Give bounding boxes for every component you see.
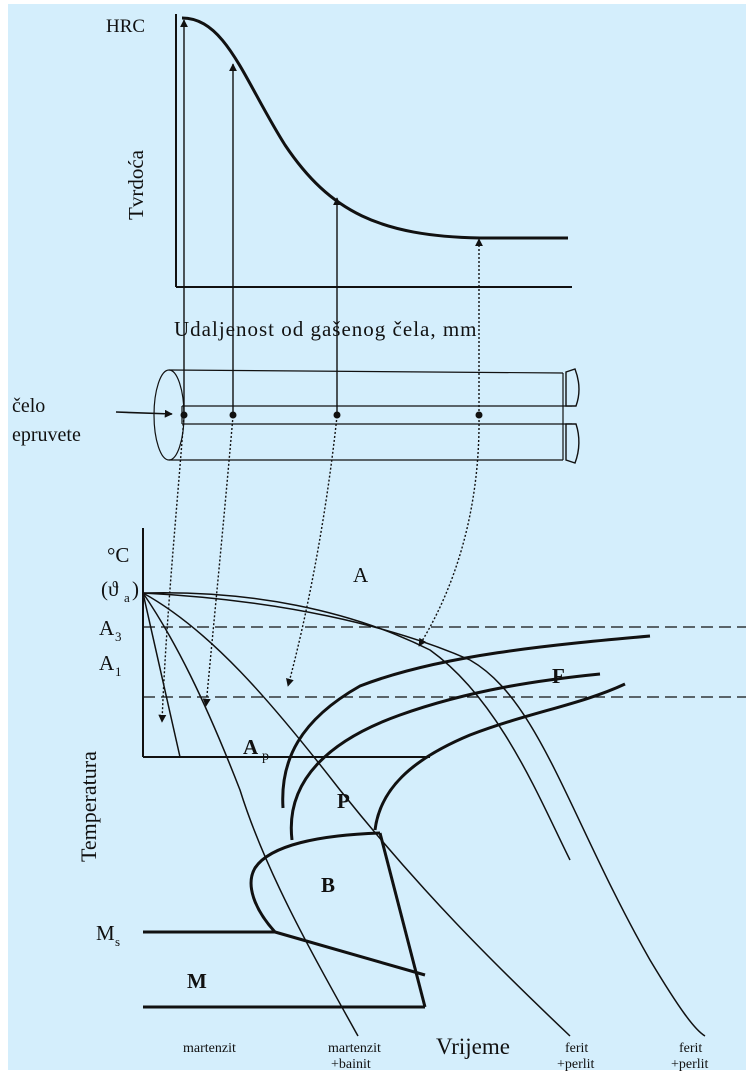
specimen-end-face [153, 369, 185, 461]
cooling-curve-ferrite-pearlite-1 [142, 592, 706, 1037]
a1-label-main: A [99, 651, 115, 675]
hardness-x-label: Udaljenost od gašenog čela, mm [174, 317, 478, 341]
pearlite-start-curve [289, 672, 601, 841]
specimen-end-cap-bottom [565, 423, 580, 464]
a1-label: A 1 [99, 651, 122, 679]
cct-axes [142, 528, 430, 758]
ms-label: M s [96, 921, 120, 949]
cooling-curve-martensite-bainite [142, 592, 571, 1037]
hrc-label: HRC [106, 16, 145, 37]
specimen-end-cap-top [565, 368, 580, 407]
structure-label-1: martenzit [183, 1041, 236, 1056]
bainite-start-curve [249, 831, 381, 934]
specimen-label-line1: čelo [12, 395, 45, 417]
region-ferrite: F [552, 664, 565, 688]
a3-label: A 3 [99, 616, 122, 644]
temp-unit-label: °C [107, 543, 129, 567]
theta-label: (ϑ a ) [101, 577, 139, 605]
ms-label-main: M [96, 921, 115, 945]
a3-label-sub: 3 [115, 629, 122, 644]
hardness-plot: HRC Tvrdoća Udaljenost od gašenog čela, … [106, 14, 572, 341]
hardness-y-label: Tvrdoća [124, 149, 148, 220]
quench-face-arrow [115, 409, 173, 418]
region-ap-sub: p [262, 749, 269, 764]
specimen-to-cct-arrows [158, 415, 480, 723]
dotted-arrow-1 [158, 415, 185, 723]
cct-y-label: Temperatura [76, 751, 101, 862]
cooling-curve-top [142, 591, 571, 861]
critical-temperature-lines [143, 626, 746, 698]
theta-sub: a [124, 590, 130, 605]
region-martensite: M [187, 969, 207, 993]
measurement-point [229, 411, 237, 419]
specimen-label-line2: epruvete [12, 424, 81, 446]
structure-label-3b: +perlit [557, 1057, 595, 1072]
a3-label-main: A [99, 616, 115, 640]
cooling-curves [142, 591, 706, 1037]
theta-open: (ϑ [101, 577, 119, 601]
structure-label-2b: +bainit [331, 1057, 371, 1072]
bainite-bottom-curve [274, 930, 426, 977]
region-austenite-p: A p [243, 735, 269, 764]
transformation-curves [143, 634, 651, 1009]
region-ap-main: A [243, 735, 259, 759]
structure-labels: martenzit martenzit +bainit ferit +perli… [183, 1041, 709, 1072]
ferrite-start-curve [281, 634, 651, 809]
cooling-curve-martensite [142, 592, 359, 1037]
cct-x-label: Vrijeme [436, 1034, 510, 1059]
hardness-curve [181, 16, 568, 240]
a1-label-sub: 1 [115, 664, 122, 679]
theta-close: ) [132, 577, 139, 601]
region-pearlite: P [337, 789, 350, 813]
specimen-to-hardness-arrows [180, 19, 483, 415]
measurement-point [333, 411, 341, 419]
structure-label-2a: martenzit [328, 1041, 381, 1056]
region-austenite: A [353, 563, 369, 587]
structure-label-4b: +perlit [671, 1057, 709, 1072]
specimen-bar [115, 368, 580, 464]
dotted-arrow-2 [202, 415, 234, 707]
structure-label-3a: ferit [565, 1041, 588, 1056]
measurement-points [180, 411, 483, 419]
dotted-arrow-4 [418, 415, 480, 647]
pearlite-finish-curve [373, 682, 626, 831]
measurement-point [475, 411, 483, 419]
structure-label-4a: ferit [679, 1041, 702, 1056]
cooling-curve-martensite-steep [142, 592, 181, 758]
measurement-point [180, 411, 188, 419]
diagram-background [8, 4, 746, 1070]
bainite-finish-curve [378, 832, 427, 1008]
region-bainite: B [321, 873, 335, 897]
specimen-top-edge [168, 369, 564, 374]
dotted-arrow-3 [286, 415, 338, 687]
ms-label-sub: s [115, 934, 120, 949]
